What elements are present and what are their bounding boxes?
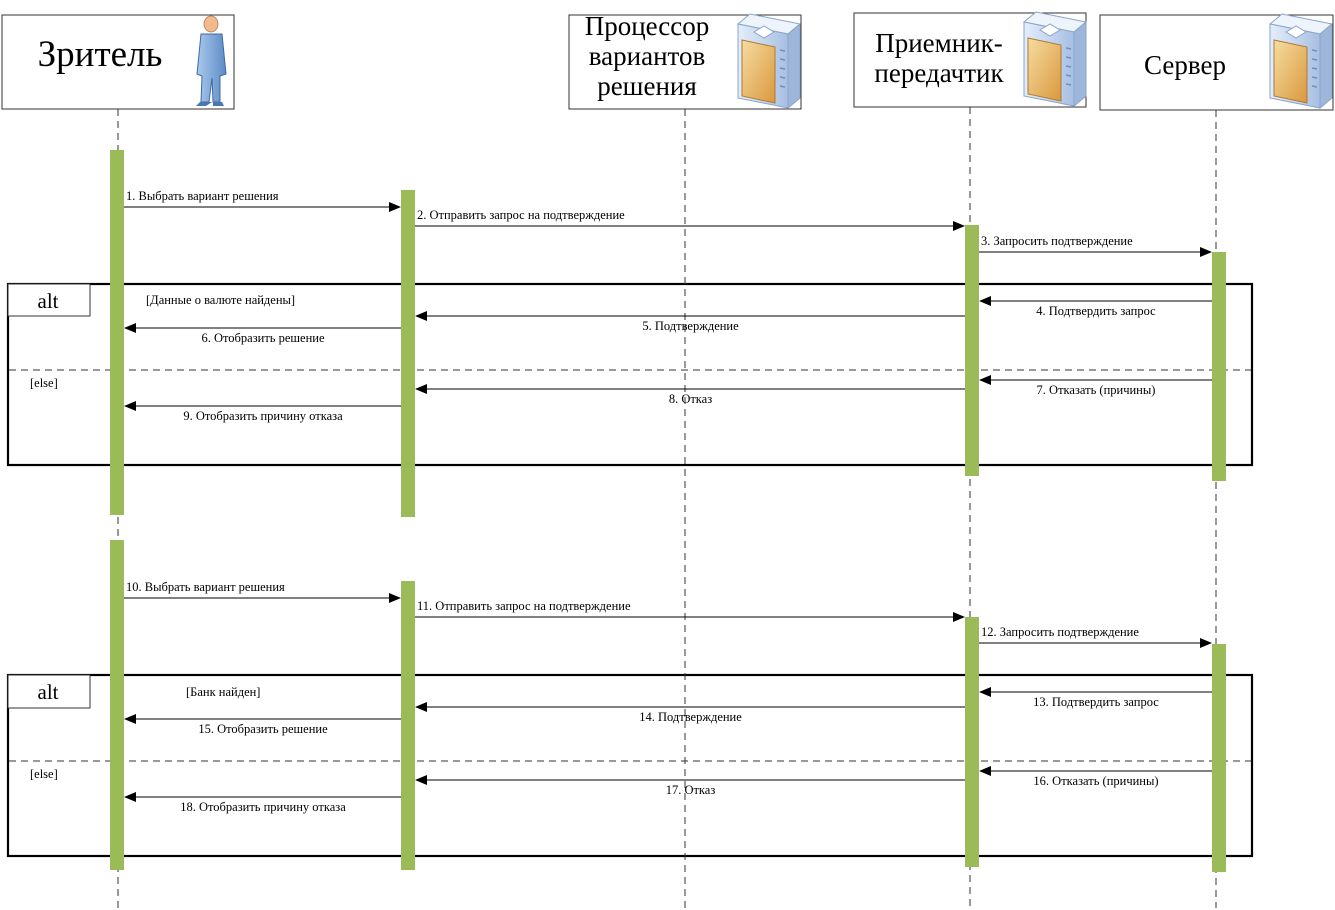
alt-operator-label: alt <box>38 289 59 313</box>
message-label: 12. Запросить подтверждение <box>981 625 1139 639</box>
activation-bar-server-1 <box>1212 252 1226 481</box>
activation-bar-viewer-1 <box>110 150 124 515</box>
participant-transceiver: Приемник-передачтик <box>853 11 1088 108</box>
participant-title-line: вариантов <box>589 41 705 71</box>
message-4: 4. Подтвердить запрос <box>979 296 1212 318</box>
participant-server: Сервер <box>1099 13 1334 111</box>
message-label: 7. Отказать (причины) <box>1037 383 1156 397</box>
message-label: 14. Подтверждение <box>639 710 742 724</box>
message-14: 14. Подтверждение <box>415 702 965 724</box>
alt-frame-border <box>6 282 1254 467</box>
message-7: 7. Отказать (причины) <box>979 375 1212 397</box>
message-label: 2. Отправить запрос на подтверждение <box>417 208 625 222</box>
activation-bar-processor-2 <box>401 581 415 870</box>
message-label: 15. Отобразить решение <box>198 722 328 736</box>
alt-operator-label: alt <box>38 680 59 704</box>
message-label: 18. Отобразить причину отказа <box>180 800 346 814</box>
message-label: 6. Отобразить решение <box>201 331 324 345</box>
message-17: 17. Отказ <box>415 775 965 797</box>
participant-box <box>1 14 235 110</box>
message-8: 8. Отказ <box>415 384 965 406</box>
message-1: 1. Выбрать вариант решения <box>124 189 401 212</box>
participant-title-line: Зритель <box>38 34 163 75</box>
participant-title-line: Сервер <box>1144 50 1226 80</box>
message-label: 4. Подтвердить запрос <box>1036 304 1156 318</box>
user-figure-icon <box>196 15 227 106</box>
alt-frame-1: alt [Данные о валюте найдены] [else] <box>6 282 1254 467</box>
alt-guard-condition: [Данные о валюте найдены] <box>146 293 295 307</box>
alt-operator-tab <box>7 674 91 709</box>
activation-bar-server-2 <box>1212 644 1226 872</box>
alt-else-guard: [else] <box>30 376 58 390</box>
message-3: 3. Запросить подтверждение <box>979 234 1212 257</box>
message-label: 13. Подтвердить запрос <box>1033 695 1159 709</box>
participant-title-line: решения <box>597 71 697 101</box>
alt-operator-tab <box>7 283 91 317</box>
server-icon <box>1268 13 1334 110</box>
activation-bar-viewer-2 <box>110 540 124 870</box>
message-13: 13. Подтвердить запрос <box>979 687 1212 709</box>
activation-bar-transceiver-2 <box>965 617 979 867</box>
message-5: 5. Подтверждение <box>415 311 965 333</box>
alt-guard-condition: [Банк найден] <box>186 685 260 699</box>
message-label: 9. Отобразить причину отказа <box>183 409 343 423</box>
message-6: 6. Отобразить решение <box>124 323 401 345</box>
message-18: 18. Отобразить причину отказа <box>124 792 401 814</box>
message-label: 10. Выбрать вариант решения <box>126 580 285 594</box>
participant-title-line: передачтик <box>874 58 1004 88</box>
message-label: 1. Выбрать вариант решения <box>126 189 279 203</box>
message-label: 11. Отправить запрос на подтверждение <box>417 599 631 613</box>
participant-title-line: Приемник- <box>875 28 1003 58</box>
server-icon <box>736 13 802 110</box>
alt-frame-border <box>6 673 1254 858</box>
message-16: 16. Отказать (причины) <box>979 766 1212 788</box>
activation-bar-transceiver-1 <box>965 225 979 476</box>
message-12: 12. Запросить подтверждение <box>979 625 1212 648</box>
message-10: 10. Выбрать вариант решения <box>124 580 401 603</box>
message-2: 2. Отправить запрос на подтверждение <box>415 208 965 231</box>
participant-viewer: Зритель <box>1 14 235 110</box>
message-11: 11. Отправить запрос на подтверждение <box>415 599 965 622</box>
message-label: 17. Отказ <box>666 783 716 797</box>
server-icon <box>1022 11 1088 108</box>
message-9: 9. Отобразить причину отказа <box>124 401 401 423</box>
alt-frame-2: alt [Банк найден] [else] <box>6 673 1254 858</box>
message-label: 8. Отказ <box>669 392 712 406</box>
alt-else-guard: [else] <box>30 767 58 781</box>
message-label: 16. Отказать (причины) <box>1033 774 1158 788</box>
activation-bar-processor-1 <box>401 190 415 517</box>
message-label: 3. Запросить подтверждение <box>981 234 1133 248</box>
participant-title-line: Процессор <box>585 11 710 41</box>
message-label: 5. Подтверждение <box>642 319 739 333</box>
message-15: 15. Отобразить решение <box>124 714 401 736</box>
